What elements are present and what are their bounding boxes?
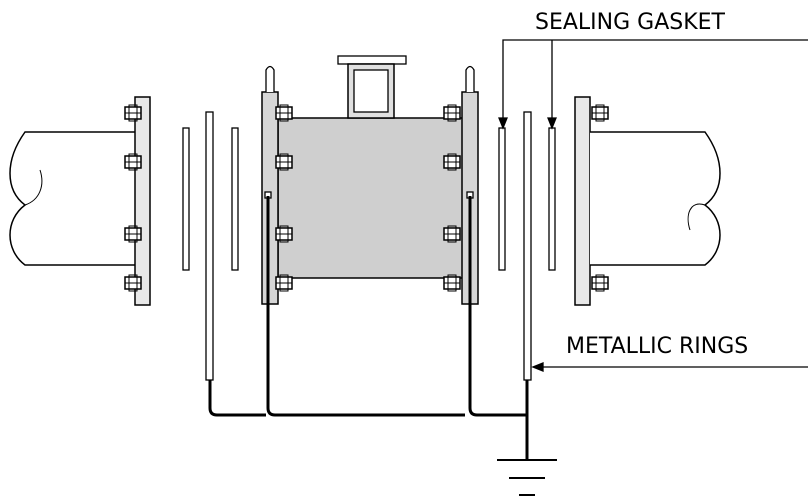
left-inner-gasket: [231, 127, 239, 271]
left-outer-gasket: [182, 127, 190, 271]
sealing-gasket-label: SEALING GASKET: [535, 10, 725, 35]
right-outer-gasket: [548, 127, 556, 271]
right-pipe: [590, 131, 721, 266]
right-metallic-ring: [523, 111, 532, 381]
converter-mount: [337, 55, 407, 119]
ground-symbol: [497, 459, 557, 496]
metallic-rings-leader: [531, 362, 808, 372]
sealing-gasket-leader: [498, 39, 808, 130]
meter-body: [261, 65, 479, 305]
left-pipe: [9, 131, 135, 266]
left-pipe-flange: [124, 96, 151, 306]
left-metallic-ring: [205, 111, 214, 381]
right-inner-gasket: [498, 127, 506, 271]
metallic-rings-label: METALLIC RINGS: [566, 334, 749, 359]
grounding-wires: [208, 196, 529, 460]
